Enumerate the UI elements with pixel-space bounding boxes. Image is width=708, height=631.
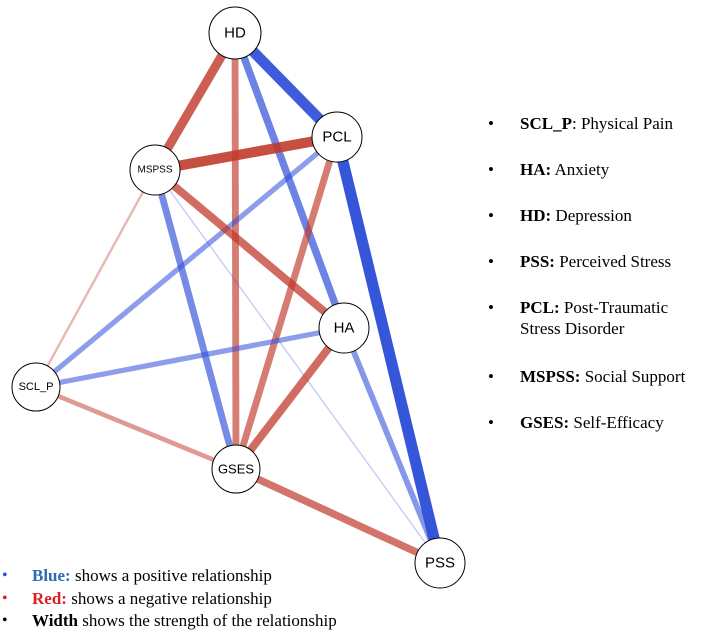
edge-scl-p-gses xyxy=(35,384,237,472)
edge-ha-pss xyxy=(341,326,443,565)
legend-desc: Social Support xyxy=(580,367,686,386)
node-gses: GSES xyxy=(211,444,261,494)
key-bullet: • xyxy=(2,612,8,629)
nodes-layer: HD PCL MSPSS HA SCL_P GSES PSS xyxy=(11,6,466,589)
node-label: PSS xyxy=(425,555,455,572)
node-circle xyxy=(311,111,363,163)
node-label: HA xyxy=(334,320,355,337)
legend-desc: : Physical Pain xyxy=(571,114,674,133)
legend-desc: Anxiety xyxy=(551,160,610,179)
legend-bullet: • xyxy=(488,160,494,179)
legend-term: GSES: xyxy=(520,413,570,432)
edge-ha-gses xyxy=(232,325,348,472)
edge-pcl-pss xyxy=(331,135,446,565)
node-circle xyxy=(414,537,466,589)
edge-gses-pss xyxy=(234,465,442,567)
edge-mspss-ha xyxy=(152,166,347,332)
legend-term: HA: xyxy=(520,160,552,179)
key-term: Width xyxy=(32,611,78,630)
node-scl-p: SCL_P xyxy=(11,362,61,412)
legend-bullet: • xyxy=(488,298,494,317)
legend-term: PSS: xyxy=(520,252,555,271)
edges-layer xyxy=(34,29,446,567)
edge-pcl-scl-p xyxy=(34,134,339,390)
legend-bullet: • xyxy=(488,252,494,271)
key-desc: shows a negative relationship xyxy=(66,589,272,608)
key-desc: shows the strength of the relationship xyxy=(78,611,337,630)
edge-hd-ha xyxy=(231,31,348,330)
key-desc: shows a positive relationship xyxy=(70,566,272,585)
node-hd: HD xyxy=(208,6,262,60)
node-ha: HA xyxy=(318,302,370,354)
edge-mspss-pss xyxy=(154,169,441,564)
node-circle xyxy=(208,6,262,60)
key-bullet: • xyxy=(2,590,8,607)
key-bullet: • xyxy=(2,567,8,584)
legend-bullet: • xyxy=(488,413,494,432)
edge-pcl-mspss xyxy=(154,132,338,175)
legend-term: PCL: xyxy=(520,298,560,317)
node-label: GSES xyxy=(218,462,254,477)
legend-desc-line2: Stress Disorder xyxy=(520,319,625,338)
edge-mspss-scl-p xyxy=(34,169,157,388)
legend-term: SCL_P xyxy=(520,114,572,133)
node-mspss: MSPSS xyxy=(129,144,181,196)
node-label: PCL xyxy=(322,129,351,146)
legend-desc: Self-Efficacy xyxy=(569,413,664,432)
edge-hd-gses xyxy=(231,32,240,470)
legend-desc: Perceived Stress xyxy=(554,252,672,271)
legend-term: HD: xyxy=(520,206,552,225)
node-circle xyxy=(211,444,261,494)
legend-desc: Depression xyxy=(551,206,632,225)
legend-bullet: • xyxy=(488,367,494,386)
node-label: HD xyxy=(224,25,246,42)
node-pcl: PCL xyxy=(311,111,363,163)
edge-ha-scl-p xyxy=(35,325,345,390)
node-circle xyxy=(318,302,370,354)
edge-pcl-gses xyxy=(232,136,341,470)
key-term: Blue: xyxy=(32,566,71,585)
node-circle xyxy=(11,362,61,412)
legend-bullet: • xyxy=(488,206,494,225)
key-term: Red: xyxy=(32,589,67,608)
legend-bullet: • xyxy=(488,114,494,133)
node-label: MSPSS xyxy=(137,165,172,176)
edge-mspss-gses xyxy=(151,169,240,470)
node-pss: PSS xyxy=(414,537,466,589)
legend-term: MSPSS: xyxy=(520,367,581,386)
node-label: SCL_P xyxy=(19,381,54,393)
legend-desc: Post-Traumatic xyxy=(559,298,669,317)
node-circle xyxy=(129,144,181,196)
